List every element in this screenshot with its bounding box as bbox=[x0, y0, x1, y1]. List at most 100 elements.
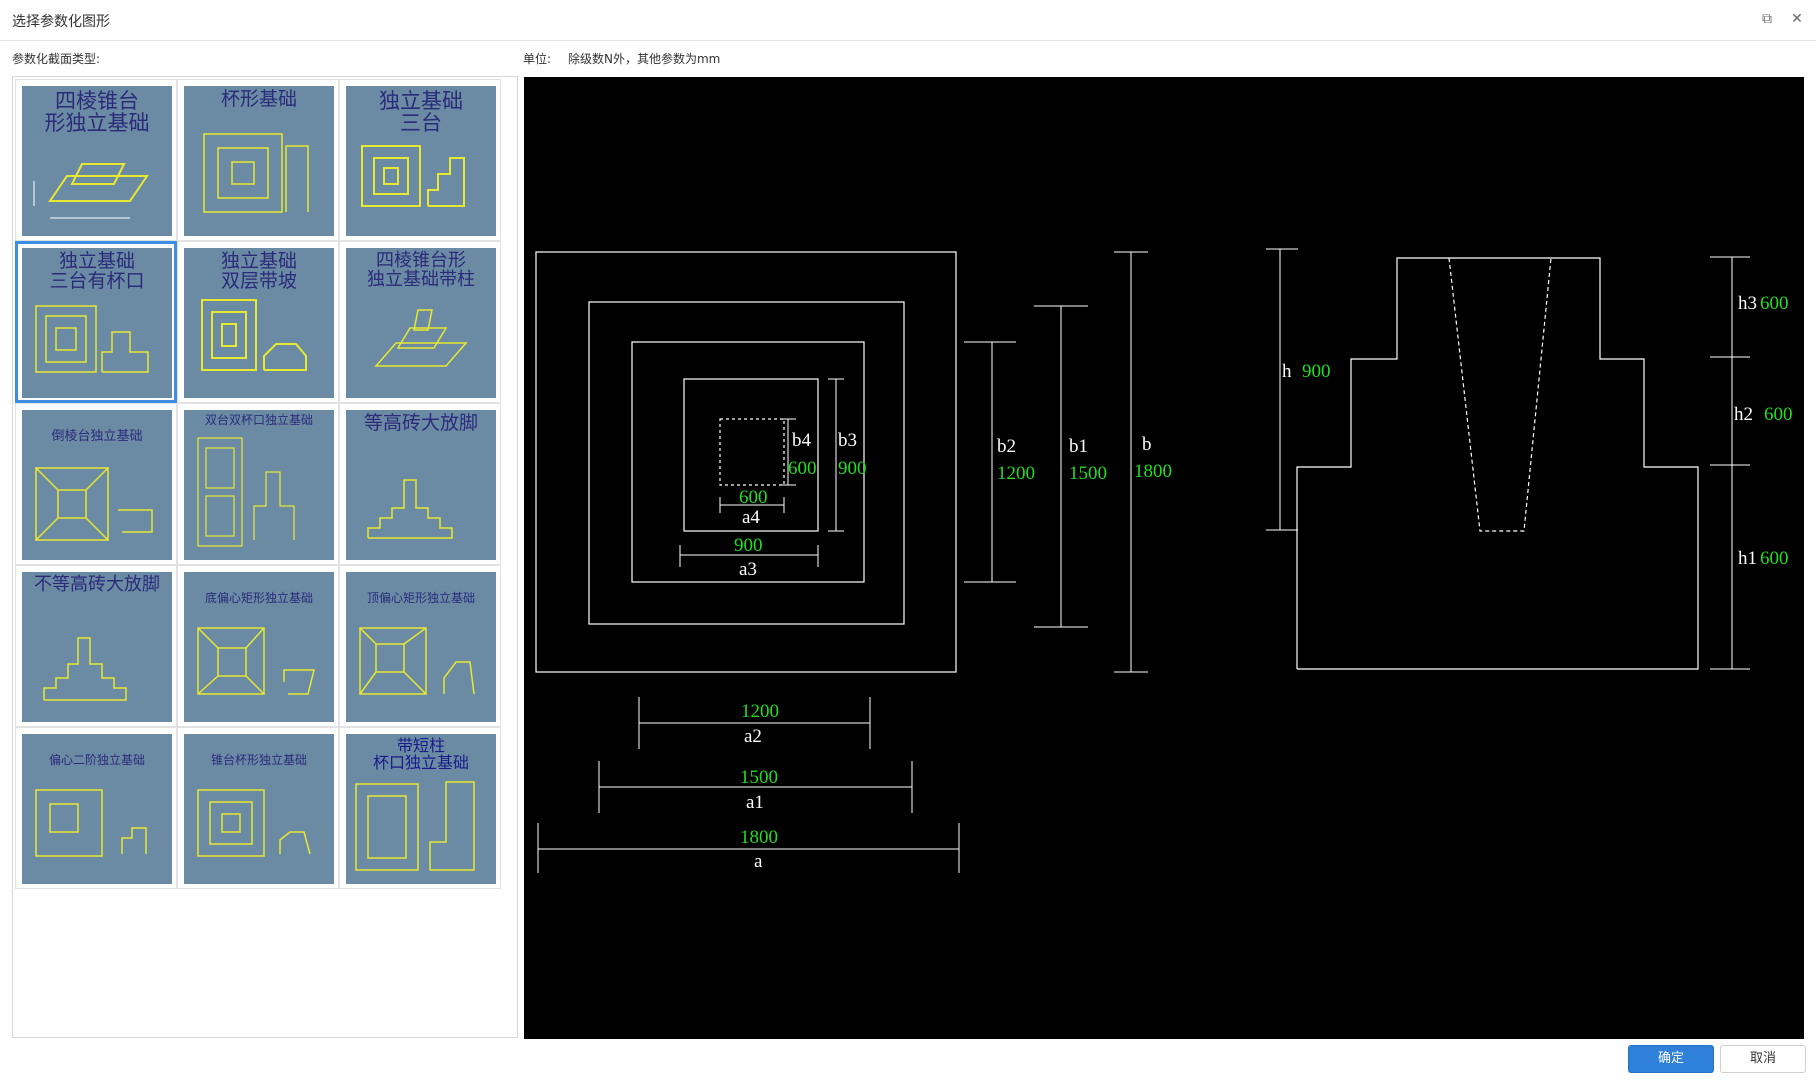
dim-a-value: 1800 bbox=[740, 827, 778, 848]
dim-b3-name: b3 bbox=[838, 430, 857, 451]
dim-b4-name: b4 bbox=[792, 430, 812, 451]
dim-a2-name: a2 bbox=[744, 726, 762, 747]
dim-b-value: 1800 bbox=[1134, 461, 1172, 482]
preview-canvas: b4 600 b3 900 b2 1200 b1 1500 b 1800 600… bbox=[524, 77, 1804, 1039]
shape-title: 双台双杯口独立基础 bbox=[204, 413, 313, 427]
elevation-outline bbox=[1296, 257, 1699, 670]
dim-h2-name: h2 bbox=[1734, 404, 1753, 425]
dim-b4-value: 600 bbox=[788, 458, 817, 479]
shape-option-frustum-cup-footing[interactable]: 锥台杯形独立基础 bbox=[177, 727, 339, 889]
shape-thumbnail: 倒棱台独立基础 bbox=[22, 410, 172, 560]
inverted-frustum-sketch bbox=[35, 467, 153, 541]
plan-dims-vertical bbox=[780, 251, 1148, 673]
plan-view bbox=[535, 251, 957, 673]
top-eccentric-sketch bbox=[359, 627, 475, 695]
shape-thumbnail: 偏心二阶独立基础 bbox=[22, 734, 172, 884]
section-type-label: 参数化截面类型: bbox=[12, 52, 101, 66]
shape-title: 顶偏心矩形独立基础 bbox=[366, 591, 475, 605]
dim-b1-name: b1 bbox=[1069, 436, 1088, 457]
double-cup-sketch bbox=[197, 437, 295, 547]
shape-option-double-cup-footing[interactable]: 双台双杯口独立基础 bbox=[177, 403, 339, 565]
shape-title: 底偏心矩形独立基础 bbox=[204, 591, 313, 605]
dim-a-name: a bbox=[754, 851, 763, 872]
shape-thumbnail: 不等高砖大放脚 bbox=[22, 572, 172, 722]
dim-h1-value: 600 bbox=[1760, 548, 1789, 569]
dim-b2-name: b2 bbox=[997, 436, 1016, 457]
shape-option-inverted-frustum-footing[interactable]: 倒棱台独立基础 bbox=[15, 403, 177, 565]
shape-title: 独立基础 双层带坡 bbox=[220, 250, 297, 292]
unit-description: 除级数N外，其他参数为mm bbox=[568, 52, 721, 66]
unit-label: 单位: bbox=[523, 52, 552, 66]
shape-thumbnail: 独立基础 三台有杯口 bbox=[22, 248, 172, 398]
shape-title: 带短柱 杯口独立基础 bbox=[372, 736, 469, 772]
shape-thumbnail: 独立基础 三台 bbox=[346, 86, 496, 236]
shape-thumbnail: 四棱锥台 形独立基础 bbox=[22, 86, 172, 236]
shape-thumbnail: 四棱锥台形 独立基础带柱 bbox=[346, 248, 496, 398]
dim-b3-value: 900 bbox=[838, 458, 867, 479]
shape-title: 锥台杯形独立基础 bbox=[210, 753, 307, 767]
shape-title: 四棱锥台 形独立基础 bbox=[44, 89, 150, 136]
plan-rect-a3 bbox=[683, 378, 819, 532]
shape-option-eccentric-two-step-footing[interactable]: 偏心二阶独立基础 bbox=[15, 727, 177, 889]
dim-a3-value: 900 bbox=[734, 535, 763, 556]
pyramid-footing-sketch bbox=[33, 163, 149, 219]
shape-option-pyramid-footing[interactable]: 四棱锥台 形独立基础 bbox=[15, 79, 177, 241]
close-icon[interactable]: ✕ bbox=[1791, 11, 1803, 27]
three-step-cup-footing-sketch bbox=[35, 305, 149, 373]
three-step-footing-sketch bbox=[361, 145, 465, 207]
shape-option-equal-brick-footing[interactable]: 等高砖大放脚 bbox=[339, 403, 501, 565]
confirm-button[interactable]: 确定 bbox=[1628, 1045, 1714, 1073]
unequal-brick-sketch bbox=[43, 637, 127, 701]
restore-icon[interactable]: ⧉ bbox=[1762, 11, 1772, 27]
equal-brick-sketch bbox=[367, 479, 453, 539]
shape-option-pyramid-footing-with-column[interactable]: 四棱锥台形 独立基础带柱 bbox=[339, 241, 501, 403]
shape-option-double-slope-footing[interactable]: 独立基础 双层带坡 bbox=[177, 241, 339, 403]
shape-thumbnail: 锥台杯形独立基础 bbox=[184, 734, 334, 884]
dim-a4-name: a4 bbox=[742, 507, 760, 528]
shape-option-cup-footing[interactable]: 杯形基础 bbox=[177, 79, 339, 241]
dim-h1-name: h1 bbox=[1738, 548, 1757, 569]
pyramid-column-sketch bbox=[374, 309, 468, 367]
plan-dims-horizontal bbox=[537, 497, 960, 873]
shape-title: 倒棱台独立基础 bbox=[51, 429, 143, 444]
dim-h-value: 900 bbox=[1302, 361, 1331, 382]
shape-title: 等高砖大放脚 bbox=[363, 412, 478, 434]
dim-b2-value: 1200 bbox=[997, 463, 1035, 484]
dim-a1-name: a1 bbox=[746, 792, 764, 813]
shape-thumbnail: 带短柱 杯口独立基础 bbox=[346, 734, 496, 884]
shape-option-three-step-footing[interactable]: 独立基础 三台 bbox=[339, 79, 501, 241]
eccentric-two-step-sketch bbox=[35, 789, 147, 857]
dim-b-name: b bbox=[1142, 434, 1152, 455]
dim-a1-value: 1500 bbox=[740, 767, 778, 788]
bottom-eccentric-sketch bbox=[197, 627, 315, 695]
shape-list-panel[interactable]: 四棱锥台 形独立基础 杯形基础 bbox=[12, 76, 518, 1038]
shape-title: 杯形基础 bbox=[220, 88, 297, 110]
dim-a2-value: 1200 bbox=[741, 701, 779, 722]
dim-h-name: h bbox=[1282, 361, 1292, 382]
shape-thumbnail: 顶偏心矩形独立基础 bbox=[346, 572, 496, 722]
shape-thumbnail: 独立基础 双层带坡 bbox=[184, 248, 334, 398]
shape-thumbnail: 杯形基础 bbox=[184, 86, 334, 236]
shape-option-top-eccentric-footing[interactable]: 顶偏心矩形独立基础 bbox=[339, 565, 501, 727]
shape-title: 独立基础 三台 bbox=[379, 89, 463, 136]
shape-title: 四棱锥台形 独立基础带柱 bbox=[367, 250, 475, 290]
shape-option-three-step-cup-footing[interactable]: 独立基础 三台有杯口 bbox=[15, 241, 177, 403]
shape-thumbnail: 底偏心矩形独立基础 bbox=[184, 572, 334, 722]
cup-hole bbox=[1448, 257, 1552, 532]
dim-h3-value: 600 bbox=[1760, 293, 1789, 314]
title-bar: 选择参数化图形 ⧉ ✕ bbox=[0, 0, 1816, 41]
dim-h3-name: h3 bbox=[1738, 293, 1757, 314]
shape-option-unequal-brick-footing[interactable]: 不等高砖大放脚 bbox=[15, 565, 177, 727]
plan-rect-a1 bbox=[588, 301, 905, 625]
window-title: 选择参数化图形 bbox=[12, 14, 110, 30]
elevation-view bbox=[1296, 257, 1699, 670]
shape-option-short-column-cup-footing[interactable]: 带短柱 杯口独立基础 bbox=[339, 727, 501, 889]
cup-footing-sketch bbox=[203, 133, 309, 213]
plan-rect-a bbox=[535, 251, 957, 673]
double-slope-footing-sketch bbox=[201, 299, 307, 371]
dim-h2-value: 600 bbox=[1764, 404, 1793, 425]
dim-a4-value: 600 bbox=[739, 487, 768, 508]
shape-option-bottom-eccentric-footing[interactable]: 底偏心矩形独立基础 bbox=[177, 565, 339, 727]
shape-title: 偏心二阶独立基础 bbox=[48, 753, 145, 767]
cancel-button[interactable]: 取消 bbox=[1720, 1045, 1806, 1073]
